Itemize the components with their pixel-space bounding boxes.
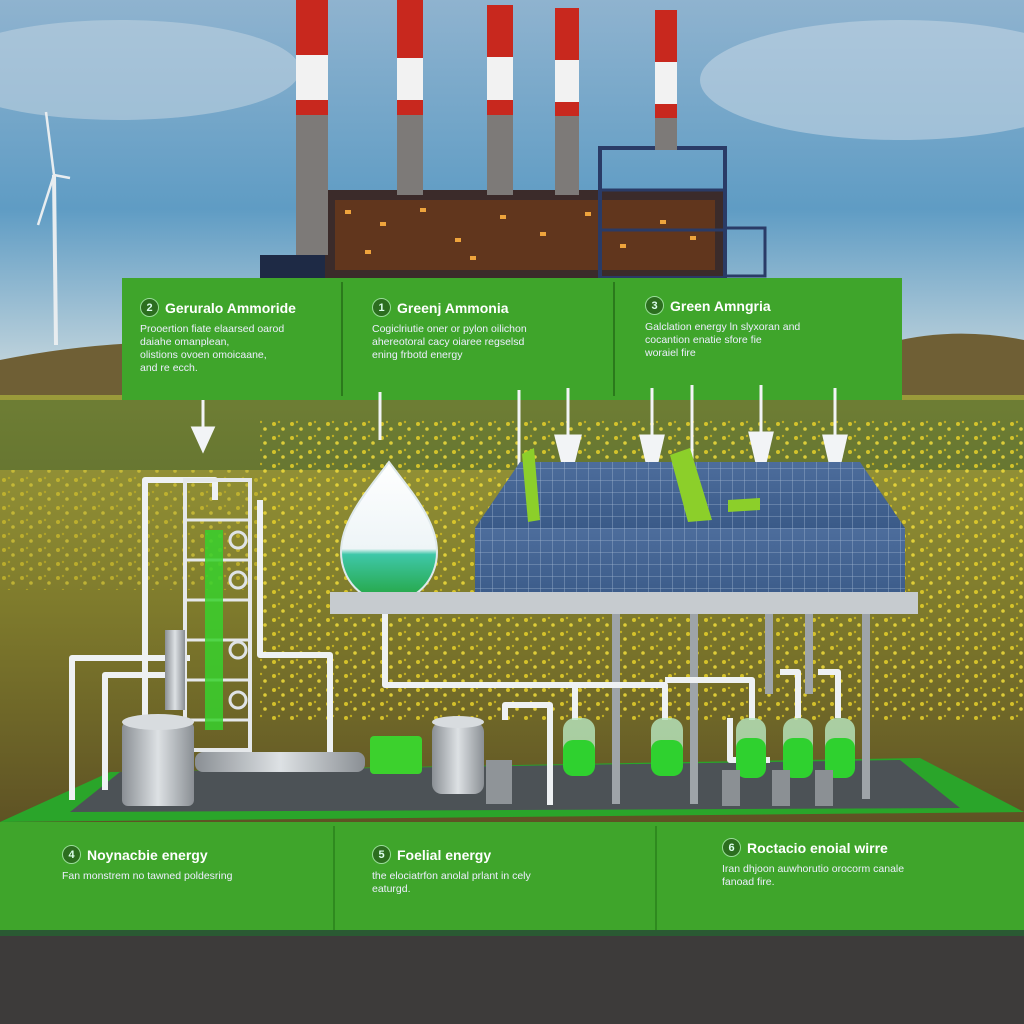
- piping: [69, 477, 841, 805]
- distillation-tower: [165, 478, 252, 752]
- top-panel-green-amngria: 3 Green Amngria Galclation energy ln slyx…: [645, 296, 895, 360]
- storage-tank: [122, 722, 194, 806]
- grass-tuft: [522, 448, 540, 522]
- step-number-badge: 2: [140, 298, 159, 317]
- top-panel-greenj-ammonia: 1 Greenj Ammonia Cogiclriutie oner or pyl…: [372, 298, 607, 362]
- gravel-ground: [0, 930, 1024, 1024]
- panel-title: Geruralo Ammoride: [165, 299, 296, 316]
- panel-text-line: Prooertion fiate elaarsed oarod: [140, 323, 285, 335]
- panel-text-line: ahereotoral cacy oiaree regselsd: [372, 336, 525, 348]
- panel-text-line: Iran dhjoon auwhorutio orocorm canale: [722, 863, 905, 875]
- panel-title: Green Amngria: [670, 297, 771, 314]
- arrow-down-icon: [639, 434, 665, 485]
- grass-tuft: [728, 498, 760, 512]
- step-number-badge: 5: [372, 845, 391, 864]
- green-flask-icon: [563, 718, 595, 776]
- process-equipment: [122, 714, 512, 806]
- cloud: [0, 20, 300, 120]
- panel-title: Noynacbie energy: [87, 846, 208, 863]
- step-number-badge: 6: [722, 838, 741, 857]
- panel-text-line: woraiel fire: [645, 347, 696, 359]
- cloud: [700, 20, 1024, 140]
- panel-title: Greenj Ammonia: [397, 299, 509, 316]
- panel-text-line: olistions ovoen omoicaane,: [140, 349, 267, 361]
- panel-shelf: [330, 592, 918, 614]
- panel-title: Roctacio enoial wirre: [747, 839, 888, 856]
- green-reactor: [370, 736, 422, 774]
- green-flask-icon: [825, 718, 855, 778]
- panel-text-line: eaturgd.: [372, 883, 411, 895]
- horizontal-pipe: [195, 752, 365, 772]
- solar-panel-array: [330, 448, 918, 804]
- panel-text-line: fanoad fire.: [722, 876, 775, 888]
- power-plant: [260, 0, 767, 280]
- grass-tuft: [670, 448, 712, 522]
- bottom-panel-foelial-energy: 5 Foelial energy the elociatrfon anolal p…: [372, 845, 647, 896]
- green-flask-icon: [783, 718, 813, 778]
- panel-text-line: Galclation energy ln slyxoran and: [645, 321, 801, 333]
- arrow-down-icon: [554, 434, 582, 485]
- panel-text-line: Fan monstrem no tawned poldesring: [62, 870, 233, 882]
- panel-text-line: cocantion enatie sfore fie: [645, 334, 762, 346]
- panel-text-line: the elociatrfon anolal prlant in cely: [372, 870, 531, 882]
- panel-text-line: and re ecch.: [140, 362, 198, 374]
- wind-turbine-icon: [36, 111, 71, 346]
- top-panel-geruralo-ammoride: 2 Geruralo Ammoride Prooertion fiate elaa…: [140, 298, 340, 375]
- panel-text-line: ening frbotd energy: [372, 349, 463, 361]
- step-number-badge: 4: [62, 845, 81, 864]
- hill: [880, 333, 1024, 400]
- top-banner: [122, 278, 902, 400]
- green-flask-icon: [736, 718, 766, 778]
- bottom-panel-roctacio-enoial-wirre: 6 Roctacio enoial wirre Iran dhjoon auwho…: [722, 838, 1012, 889]
- arrow-down-icon: [822, 434, 848, 485]
- panel-text-line: Cogiclriutie oner or pylon oilichon: [372, 323, 527, 335]
- panel-text-line: daiahe omanplean,: [140, 336, 230, 348]
- storage-tank: [432, 722, 484, 794]
- smokestacks: [296, 0, 677, 255]
- ammonia-flasks: [563, 718, 855, 806]
- panel-title: Foelial energy: [397, 846, 492, 863]
- green-flask-icon: [651, 718, 683, 776]
- bottom-panel-noynacbie-energy: 4 Noynacbie energy Fan monstrem no tawned…: [62, 845, 327, 883]
- step-number-badge: 3: [645, 296, 664, 315]
- step-number-badge: 1: [372, 298, 391, 317]
- arrow-down-icon: [190, 426, 216, 454]
- arrow-down-icon: [748, 431, 774, 481]
- bottom-banner: [0, 822, 1024, 936]
